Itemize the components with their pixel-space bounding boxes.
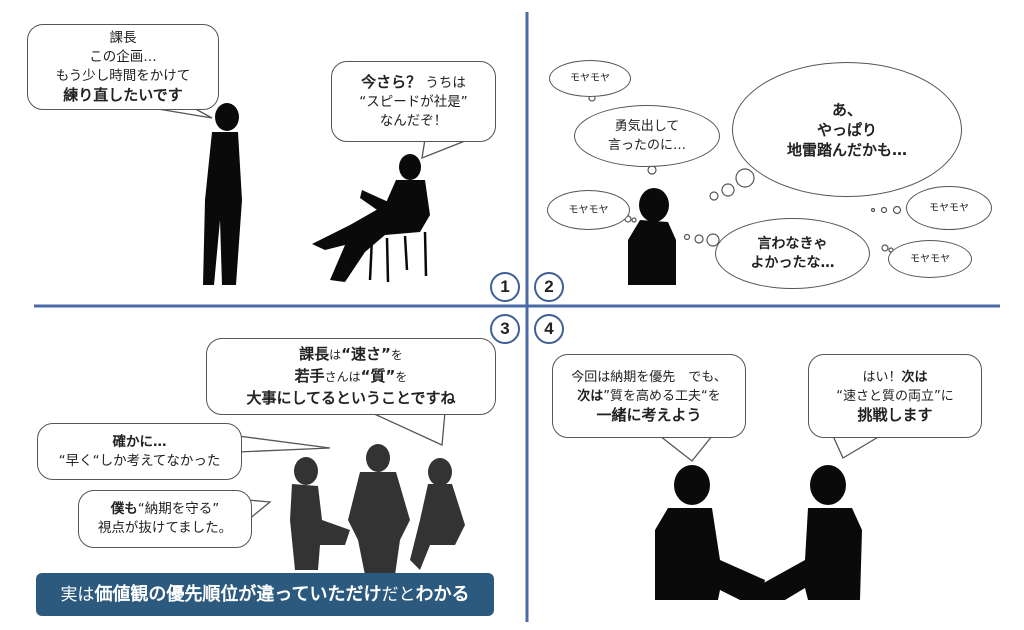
panel-number-1: 1 — [490, 272, 520, 302]
silhouette-troubled-man — [628, 188, 676, 285]
t: だと — [381, 585, 416, 605]
panel-number-3: 3 — [490, 314, 520, 344]
silhouette-standing-man — [203, 103, 242, 285]
t: 確かに… — [112, 433, 167, 450]
t: はい！ — [862, 369, 902, 385]
speech-bubble-manager-proposal: 今回は納期を優先 でも、 次は”質を高める工夫“を 一緒に考えよう — [552, 354, 746, 438]
t: を — [390, 348, 403, 362]
thought-line: よかったな… — [750, 254, 835, 271]
t: 価値観の優先順位が違っていただけ — [94, 584, 382, 605]
t: 僕も — [110, 501, 138, 517]
t: “速さと質の両立”に — [836, 388, 954, 404]
bubble-tails — [139, 105, 881, 521]
t: さんは — [324, 370, 361, 384]
bubble-line: 課長 — [109, 30, 137, 46]
thought-line: あ、 — [831, 100, 862, 119]
silhouette-seated-manager — [312, 154, 430, 283]
conclusion-banner: 実は価値観の優先順位が違っていただけだとわかる — [36, 573, 494, 616]
bubble-bold: 今さら？ — [361, 72, 422, 91]
bubble-line: 練り直したいです — [63, 86, 183, 104]
thought-line: 言ったのに… — [607, 138, 686, 153]
speech-bubble-manager-reflect: 確かに… “早く“しか考えてなかった — [37, 423, 242, 480]
bubble-line: なんだぞ！ — [379, 112, 448, 129]
thought-line: 言わなきゃ — [757, 235, 828, 252]
bubble-line: もう少し時間をかけて — [55, 68, 191, 84]
thought-cloud-moya: モヤモヤ — [549, 60, 631, 97]
t: “速さ” — [341, 345, 391, 363]
t: “質” — [360, 367, 396, 385]
silhouette-handshake — [655, 465, 862, 600]
t: 若手 — [294, 367, 325, 385]
speech-bubble-employee-reflect: 僕も“納期を守る” 視点が抜けてました。 — [78, 490, 252, 548]
t: “早く“しか考えてなかった — [58, 452, 221, 469]
t: 挑戦します — [857, 405, 933, 424]
t: 今回は納期を優先 でも、 — [571, 369, 727, 385]
silhouette-meeting-group — [290, 444, 465, 575]
thought-line: 勇気出して — [614, 119, 680, 134]
thought-cloud-moya: モヤモヤ — [547, 190, 630, 230]
bubble-line: “スピードが社是” — [359, 93, 468, 110]
panel-number-4: 4 — [534, 314, 564, 344]
thought-cloud-landmine: あ、 やっぱり 地雷踏んだかも… — [732, 62, 962, 197]
t: 大事にしてるということですね — [246, 389, 456, 407]
speech-bubble-mediator: 課長は“速さ”を 若手さんは“質”を 大事にしてるということですね — [206, 338, 496, 415]
thought-line: 地雷踏んだかも… — [786, 140, 907, 159]
bubble-text: うちは — [421, 74, 466, 91]
thought-cloud-moya: モヤモヤ — [906, 186, 992, 230]
t: 次は — [901, 369, 928, 385]
t: を — [395, 370, 408, 384]
speech-bubble-employee-reply: はい！次は “速さと質の両立”に 挑戦します — [808, 354, 982, 438]
watermark: illustAC — [718, 520, 793, 544]
thought-line: やっぱり — [816, 120, 877, 139]
bubble-line: この企画… — [89, 49, 157, 65]
t: 一緒に考えよう — [596, 405, 702, 424]
t: は — [329, 348, 342, 362]
t: 次は — [577, 388, 604, 404]
t: わかる — [415, 584, 470, 605]
thought-cloud-regret: 言わなきゃ よかったな… — [715, 218, 870, 289]
t: “納期を守る” — [137, 501, 220, 517]
panel-number-2: 2 — [534, 272, 564, 302]
t: ”質を高める工夫“を — [603, 388, 721, 404]
t: 課長 — [299, 345, 330, 363]
t: 実は — [60, 585, 95, 605]
speech-bubble-manager: 今さら？ うちは “スピードが社是” なんだぞ！ — [331, 61, 496, 142]
thought-cloud-courage: 勇気出して 言ったのに… — [574, 105, 720, 167]
t: 視点が抜けてました。 — [97, 520, 233, 536]
thought-cloud-moya: モヤモヤ — [888, 240, 972, 278]
speech-bubble-young-employee: 課長 この企画… もう少し時間をかけて 練り直したいです — [27, 24, 219, 110]
